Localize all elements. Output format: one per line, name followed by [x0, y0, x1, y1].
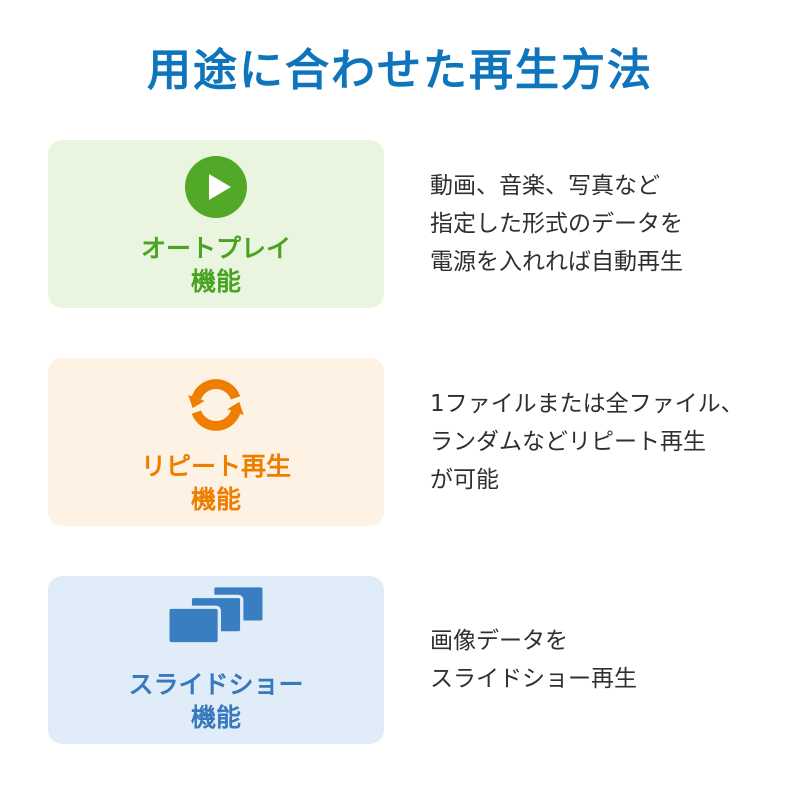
feature-row-slideshow: スライドショー 機能 画像データを スライドショー再生 [48, 576, 752, 744]
feature-label-line2: 機能 [190, 267, 241, 296]
feature-description-slideshow: 画像データを スライドショー再生 [430, 622, 637, 698]
desc-line: スライドショー再生 [430, 666, 637, 692]
desc-line: 1ファイルまたは全ファイル、 [430, 390, 744, 417]
page-root: 用途に合わせた再生方法 オートプレイ 機能 動画、音楽、写真など 指定した形式の… [48, 45, 752, 744]
feature-row-autoplay: オートプレイ 機能 動画、音楽、写真など 指定した形式のデータを 電源を入れれば… [48, 140, 752, 308]
feature-label-slideshow: スライドショー 機能 [128, 668, 303, 734]
page-title: 用途に合わせた再生方法 [147, 45, 653, 96]
feature-label-line1: リピート再生 [140, 452, 291, 481]
desc-line: 指定した形式のデータを [430, 210, 683, 237]
desc-line: 画像データを [430, 627, 568, 654]
repeat-icon [181, 368, 251, 442]
feature-card-repeat: リピート再生 機能 [48, 358, 384, 526]
feature-label-line2: 機能 [190, 703, 241, 732]
feature-label-line1: オートプレイ [140, 234, 291, 263]
slides-icon [155, 584, 277, 660]
feature-description-repeat: 1ファイルまたは全ファイル、 ランダムなどリピート再生 が可能 [430, 385, 744, 500]
feature-card-autoplay: オートプレイ 機能 [48, 140, 384, 308]
feature-label-line1: スライドショー [128, 670, 304, 699]
feature-card-slideshow: スライドショー 機能 [48, 576, 384, 744]
feature-label-autoplay: オートプレイ 機能 [141, 232, 291, 298]
desc-line: 電源を入れれば自動再生 [430, 249, 683, 276]
desc-line: が可能 [430, 467, 499, 494]
feature-label-repeat: リピート再生 機能 [141, 450, 291, 516]
feature-description-autoplay: 動画、音楽、写真など 指定した形式のデータを 電源を入れれば自動再生 [430, 167, 683, 282]
play-icon [184, 150, 248, 224]
feature-label-line2: 機能 [190, 485, 241, 514]
desc-line: 動画、音楽、写真など [430, 172, 660, 199]
feature-row-repeat: リピート再生 機能 1ファイルまたは全ファイル、 ランダムなどリピート再生 が可… [48, 358, 752, 526]
desc-line: ランダムなどリピート再生 [430, 428, 706, 455]
